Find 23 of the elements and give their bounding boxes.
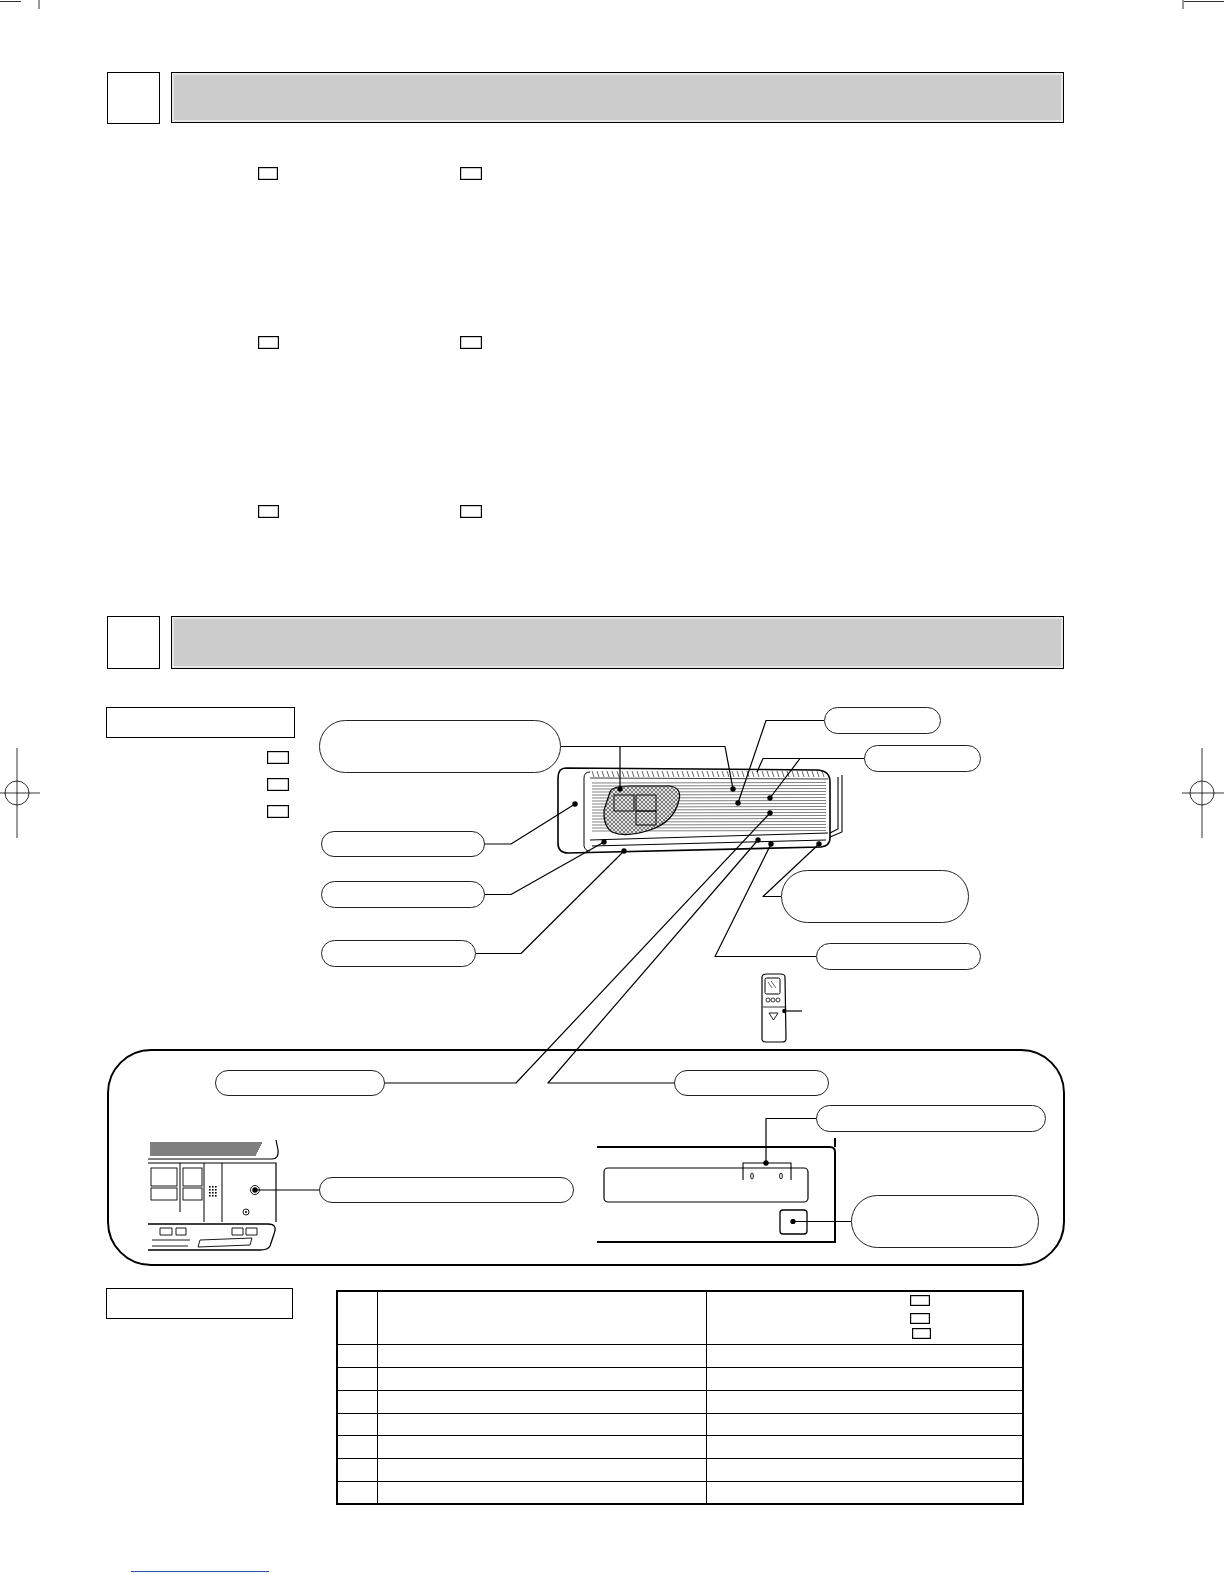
leader-line: [547, 837, 761, 1084]
leader-line: [786, 1010, 803, 1012]
leader-line: [762, 841, 822, 898]
leader-line: [790, 1218, 852, 1225]
leader-line: [735, 719, 825, 806]
leader-line: [252, 1187, 320, 1193]
leader-line: [475, 848, 627, 955]
unit-side-view-illustration: [146, 1138, 282, 1252]
leader-line: [384, 810, 773, 1084]
heading-band: [171, 616, 1064, 669]
number-frame: [107, 616, 160, 669]
leader-line: [763, 1117, 817, 1166]
leader-line: [560, 745, 736, 792]
leader-line: [756, 757, 865, 773]
leader-line: [484, 801, 578, 845]
detail-panel: [107, 1049, 1065, 1266]
leader-line: [714, 841, 817, 958]
remote-control-illustration: [759, 973, 787, 1043]
leader-line: [484, 839, 607, 896]
label-frame: [106, 1288, 293, 1319]
heading-band: [171, 72, 1064, 123]
label-frame: [106, 707, 295, 738]
number-frame: [107, 72, 160, 124]
